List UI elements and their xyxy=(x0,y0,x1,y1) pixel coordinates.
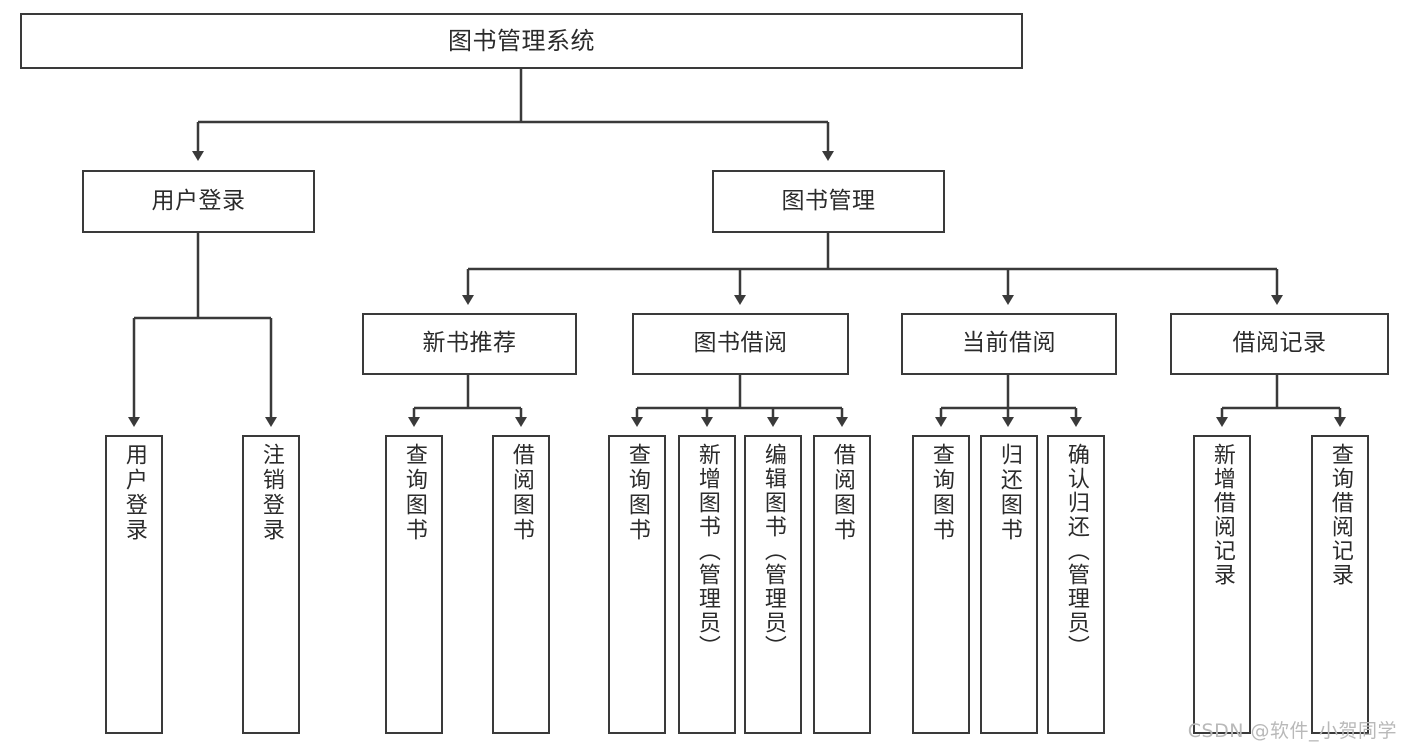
node-leaf-add-book-admin[interactable]: 新增图书（管理员） xyxy=(678,435,736,734)
node-label: 新增图书（管理员） xyxy=(694,443,720,659)
node-label: 归还图书 xyxy=(996,443,1022,543)
node-label: 新书推荐 xyxy=(422,330,517,357)
node-label: 注销登录 xyxy=(258,443,284,543)
node-leaf-query-book-recommend[interactable]: 查询图书 xyxy=(385,435,443,734)
node-label: 借阅图书 xyxy=(508,443,534,543)
node-current-borrow[interactable]: 当前借阅 xyxy=(901,313,1117,375)
node-leaf-add-borrow-record[interactable]: 新增借阅记录 xyxy=(1193,435,1251,734)
node-book-management[interactable]: 图书管理 xyxy=(712,170,945,233)
node-label: 确认归还（管理员） xyxy=(1063,443,1089,659)
node-label: 借阅图书 xyxy=(829,443,855,543)
node-label: 图书管理 xyxy=(781,187,876,214)
node-leaf-borrow-book[interactable]: 借阅图书 xyxy=(813,435,871,734)
node-label: 当前借阅 xyxy=(962,330,1056,357)
node-user-login[interactable]: 用户登录 xyxy=(82,170,315,233)
node-label: 查询图书 xyxy=(401,443,427,543)
watermark-text: CSDN @软件_小贺同学 xyxy=(1187,720,1397,742)
node-new-book-recommend[interactable]: 新书推荐 xyxy=(362,313,577,375)
node-borrow-record[interactable]: 借阅记录 xyxy=(1170,313,1389,375)
node-label: 新增借阅记录 xyxy=(1209,443,1235,587)
node-leaf-return-book[interactable]: 归还图书 xyxy=(980,435,1038,734)
node-book-borrow[interactable]: 图书借阅 xyxy=(632,313,849,375)
node-label: 用户登录 xyxy=(121,443,147,543)
node-leaf-query-book-current[interactable]: 查询图书 xyxy=(912,435,970,734)
node-leaf-confirm-return-admin[interactable]: 确认归还（管理员） xyxy=(1047,435,1105,734)
node-leaf-user-login[interactable]: 用户登录 xyxy=(105,435,163,734)
node-root-book-management-system[interactable]: 图书管理系统 xyxy=(20,13,1023,69)
node-label: 用户登录 xyxy=(151,187,246,214)
node-label: 查询图书 xyxy=(928,443,954,543)
node-label: 图书管理系统 xyxy=(448,26,595,55)
node-leaf-query-book-borrow[interactable]: 查询图书 xyxy=(608,435,666,734)
node-label: 图书借阅 xyxy=(693,330,788,357)
node-label: 编辑图书（管理员） xyxy=(760,443,786,659)
node-leaf-logout[interactable]: 注销登录 xyxy=(242,435,300,734)
node-leaf-edit-book-admin[interactable]: 编辑图书（管理员） xyxy=(744,435,802,734)
node-label: 查询借阅记录 xyxy=(1327,443,1353,587)
node-leaf-borrow-book-recommend[interactable]: 借阅图书 xyxy=(492,435,550,734)
node-label: 查询图书 xyxy=(624,443,650,543)
node-leaf-query-borrow-record[interactable]: 查询借阅记录 xyxy=(1311,435,1369,734)
node-label: 借阅记录 xyxy=(1232,330,1327,357)
